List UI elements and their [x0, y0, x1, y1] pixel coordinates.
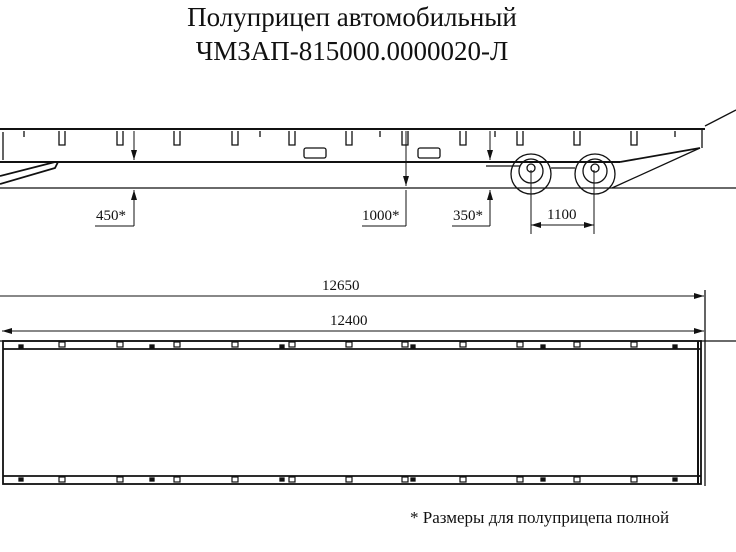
ramp-line	[704, 109, 736, 127]
platform-outline	[2, 340, 702, 485]
pocket-square	[345, 476, 353, 483]
lashing-point	[672, 344, 678, 349]
pocket-square	[173, 341, 181, 348]
wheels	[486, 153, 616, 195]
stake-pocket	[459, 131, 467, 146]
pocket-square	[231, 341, 239, 348]
stake-pocket	[58, 131, 66, 146]
lashing-point	[672, 477, 678, 482]
stake-pocket	[288, 131, 296, 146]
drawing-title-line1: Полуприцеп автомобильный	[187, 2, 517, 32]
pocket-square	[573, 476, 581, 483]
stake-pocket	[231, 131, 239, 146]
pocket-square	[630, 341, 638, 348]
stake-pocket	[116, 131, 124, 146]
stake-pockets	[23, 131, 676, 146]
stake-pocket	[401, 131, 409, 146]
lashing-point	[279, 477, 285, 482]
lashing-point	[149, 344, 155, 349]
lashing-point	[279, 344, 285, 349]
pocket-square	[58, 341, 66, 348]
lashing-point	[18, 344, 24, 349]
dim-350: 350*	[453, 208, 483, 224]
dim-1100: 1100	[547, 207, 576, 223]
stake-pocket	[573, 131, 581, 146]
stake-pocket	[516, 131, 524, 146]
pocket-square	[231, 476, 239, 483]
drawing-title-line2: ЧМЗАП-815000.0000020-Л	[195, 36, 509, 66]
pocket-square	[58, 476, 66, 483]
lashing-point	[540, 344, 546, 349]
pocket-square	[630, 476, 638, 483]
hatch	[303, 147, 327, 159]
dim-1000: 1000*	[362, 208, 400, 224]
pocket-square	[116, 476, 124, 483]
pocket-square	[116, 341, 124, 348]
lashing-point	[540, 477, 546, 482]
ramp-lower-line	[611, 147, 701, 189]
gooseneck	[0, 161, 59, 185]
pocket-square	[173, 476, 181, 483]
pocket-square	[516, 476, 524, 483]
height-dimensions	[95, 131, 595, 234]
top-view-pockets	[18, 341, 678, 483]
dim-450: 450*	[96, 208, 126, 224]
lashing-point	[410, 344, 416, 349]
lashing-point	[18, 477, 24, 482]
footnote: * Размеры для полуприцепа полной	[410, 508, 670, 527]
pocket-square	[401, 341, 409, 348]
hatch	[417, 147, 441, 159]
pocket-square	[401, 476, 409, 483]
lashing-point	[149, 477, 155, 482]
pocket-square	[459, 341, 467, 348]
pocket-square	[573, 341, 581, 348]
stake-pocket	[345, 131, 353, 146]
side-view	[0, 109, 736, 234]
top-view	[0, 290, 736, 486]
stake-pocket	[630, 131, 638, 146]
lashing-point	[410, 477, 416, 482]
dim-12650: 12650	[322, 278, 360, 294]
pocket-square	[516, 341, 524, 348]
pocket-square	[288, 476, 296, 483]
pocket-square	[288, 341, 296, 348]
dim-12400: 12400	[330, 313, 368, 329]
stake-pocket	[173, 131, 181, 146]
pocket-square	[345, 341, 353, 348]
pocket-square	[459, 476, 467, 483]
